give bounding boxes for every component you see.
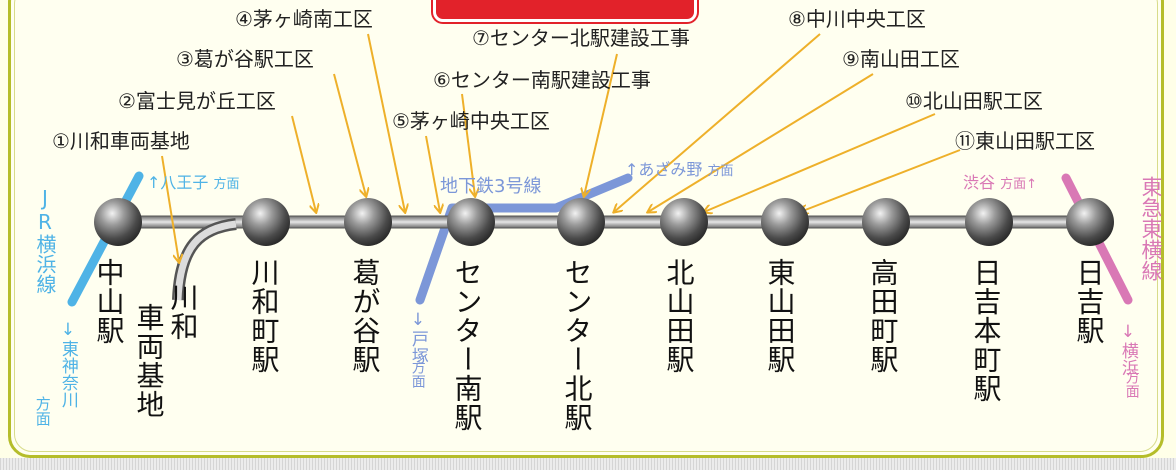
depot-label-line2: 車両基地	[132, 303, 166, 419]
label-center-kita-work: ⑦センター北駅建設工事	[472, 26, 690, 50]
tokyu-shibuya-suffix: 方面↑	[1000, 177, 1038, 192]
jr-hachioji-text: ↑八王子	[147, 173, 209, 192]
station-hiyoshi: 日吉駅	[1072, 258, 1106, 345]
tokyu-yokohama-direction: ↓横浜	[1117, 322, 1138, 376]
label-nakagawa-chuo: ⑧中川中央工区	[788, 7, 926, 31]
station-markers	[94, 198, 1114, 246]
subway-totsuka-direction: ↓戸塚	[407, 310, 428, 364]
label-kuzugaya-station: ③葛が谷駅工区	[176, 47, 314, 71]
station-marker-kawawacho	[242, 198, 290, 246]
station-hiyoshi-honcho: 日吉本町駅	[969, 258, 1003, 403]
subway-totsuka-suffix: 方面	[409, 360, 426, 388]
station-kawawacho: 川和町駅	[247, 258, 281, 374]
jr-higashikanagawa-direction: ↓東神奈川	[57, 320, 78, 408]
arrow-kita-yamata-station	[704, 113, 936, 212]
station-center-kita: センター北駅	[560, 258, 594, 432]
jr-higashikanagawa-suffix: 方面	[33, 396, 52, 426]
station-takatacho: 高田町駅	[866, 258, 900, 374]
label-higashi-yamata-station: ⑪東山田駅工区	[955, 129, 1095, 153]
arrow-center-minami-work	[461, 93, 475, 196]
arrow-fujimigaoka	[291, 115, 316, 212]
arrow-kuzugaya-station	[333, 73, 366, 196]
station-kita-yamata: 北山田駅	[662, 258, 696, 374]
tokyu-shibuya-text: 渋谷	[963, 173, 996, 192]
station-marker-nakayama	[94, 198, 142, 246]
station-marker-kuzugaya	[344, 198, 392, 246]
depot-branch-inner	[174, 220, 237, 301]
label-minami-yamata: ⑨南山田工区	[842, 47, 960, 71]
label-chigasaki-minami: ④茅ヶ崎南工区	[235, 7, 373, 31]
depot-label-line1: 川和	[166, 283, 200, 341]
label-chigasaki-chuo: ⑤茅ヶ崎中央工区	[392, 109, 550, 133]
arrow-group	[161, 33, 961, 262]
arrow-higashi-yamata-station	[800, 149, 961, 212]
station-marker-center-minami	[447, 198, 495, 246]
station-higashi-yamata: 東山田駅	[763, 258, 797, 374]
jr-hachioji-direction: ↑八王子 方面	[147, 173, 240, 192]
label-center-minami-work: ⑥センター南駅建設工事	[433, 68, 651, 92]
tokyu-shibuya-direction: 渋谷 方面↑	[963, 173, 1038, 192]
subway-azamino-direction: ↑あざみ野 方面	[625, 160, 734, 179]
station-center-minami: センター南駅	[450, 258, 484, 432]
arrow-nakagawa-chuo	[614, 33, 821, 212]
arrow-chigasaki-minami	[367, 33, 405, 212]
station-marker-hiyoshi	[1066, 198, 1114, 246]
tokyu-line-name: 東急東横線	[1139, 176, 1164, 281]
station-marker-hiyoshi-honcho	[965, 198, 1013, 246]
station-nakayama: 中山駅	[92, 258, 126, 345]
station-marker-kita-yamata	[660, 198, 708, 246]
station-marker-takatacho	[862, 198, 910, 246]
frame-border-inner	[14, 0, 1158, 452]
jr-hachioji-suffix: 方面	[213, 177, 240, 192]
tokyu-yokohama-suffix: 方面	[1123, 370, 1140, 398]
subway-azamino-suffix: 方面	[707, 164, 734, 179]
subway-azamino-text: ↑あざみ野	[625, 160, 703, 179]
arrow-minami-yamata	[648, 73, 874, 212]
arrow-chigasaki-chuo	[425, 135, 440, 212]
label-kawawa-depot: ①川和車両基地	[52, 129, 190, 153]
subway-line	[415, 173, 633, 305]
arrow-kawawa-depot	[161, 155, 179, 262]
jr-line-name: JR横浜線	[33, 186, 57, 294]
arrow-center-kita-work	[584, 53, 618, 196]
station-marker-higashi-yamata	[761, 198, 809, 246]
station-marker-center-kita	[557, 198, 605, 246]
label-kita-yamata-station: ⑩北山田駅工区	[905, 89, 1043, 113]
label-fujimigaoka: ②富士見が丘工区	[118, 89, 276, 113]
station-kuzugaya: 葛が谷駅	[348, 258, 382, 374]
subway-line-name: 地下鉄3号線	[440, 176, 542, 197]
bottom-bar	[0, 458, 1176, 470]
title-tab	[433, 0, 697, 22]
